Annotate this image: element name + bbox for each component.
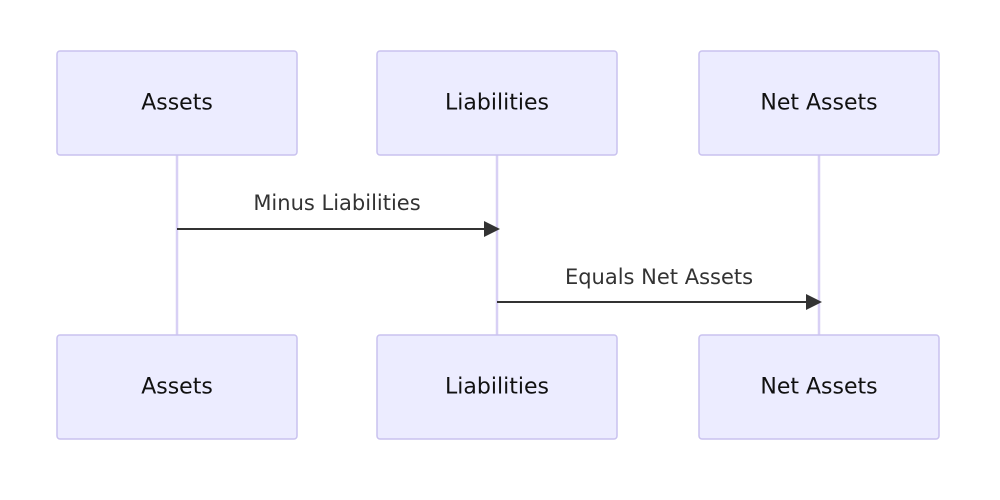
actor-label: Liabilities — [445, 91, 549, 116]
message-minus-liabilities: Minus Liabilities — [177, 191, 500, 237]
message-label: Equals Net Assets — [565, 265, 753, 289]
arrowhead — [484, 221, 500, 237]
actor-label: Net Assets — [760, 375, 877, 400]
message-label: Minus Liabilities — [253, 191, 420, 215]
actor-label: Liabilities — [445, 375, 549, 400]
arrowhead — [806, 294, 822, 310]
actor-bottom-liabilities: Liabilities — [376, 334, 618, 440]
actor-top-net-assets: Net Assets — [698, 50, 940, 156]
actor-top-assets: Assets — [56, 50, 298, 156]
actor-top-liabilities: Liabilities — [376, 50, 618, 156]
actor-label: Assets — [141, 91, 213, 116]
actor-bottom-assets: Assets — [56, 334, 298, 440]
message-equals-net-assets: Equals Net Assets — [497, 265, 822, 310]
actor-bottom-net-assets: Net Assets — [698, 334, 940, 440]
actor-label: Net Assets — [760, 91, 877, 116]
actor-label: Assets — [141, 375, 213, 400]
